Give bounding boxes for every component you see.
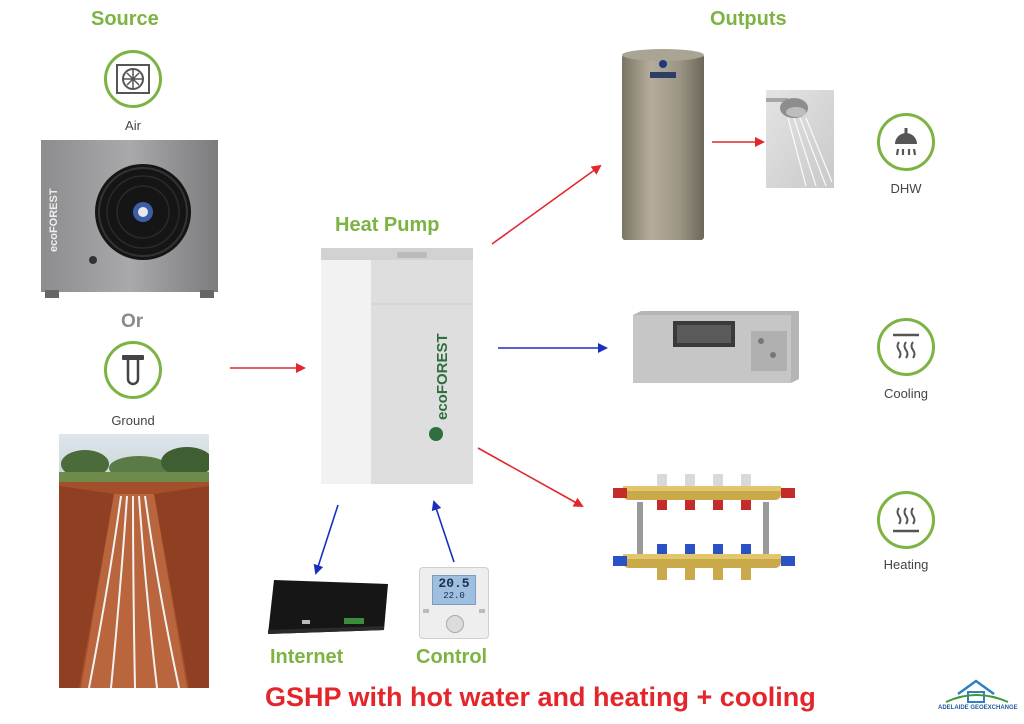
internet-label: Internet bbox=[270, 646, 344, 668]
shower-icon bbox=[877, 113, 935, 171]
thermostat-temp-main: 20.5 bbox=[438, 576, 470, 591]
arrow-heatpump-to-internet bbox=[313, 504, 339, 575]
thermostat-screen: 20.5 22.0 bbox=[432, 575, 476, 605]
house-logo-icon bbox=[945, 679, 1009, 703]
dhw-label: DHW bbox=[890, 181, 922, 196]
control-label: Control bbox=[416, 646, 488, 668]
outputs-title: Outputs bbox=[710, 8, 787, 30]
air-source-unit: ecoFOREST bbox=[41, 140, 218, 298]
arrow-control-to-heatpump bbox=[431, 500, 455, 563]
logo-text: ADELAIDE GEOEXCHANGE bbox=[938, 705, 1018, 711]
thermostat-temp-set: 22.0 bbox=[443, 591, 465, 601]
air-label: Air bbox=[125, 118, 141, 133]
air-icon bbox=[104, 50, 162, 108]
ground-label: Ground bbox=[111, 413, 155, 428]
ground-loop-trench-image bbox=[59, 434, 209, 688]
ducted-cooling-unit bbox=[633, 311, 799, 383]
or-label: Or bbox=[121, 311, 144, 332]
source-title: Source bbox=[91, 8, 159, 30]
thermostat-button-right bbox=[479, 609, 485, 613]
heat-pump-title: Heat Pump bbox=[335, 214, 440, 236]
cooling-icon bbox=[877, 318, 935, 376]
hot-water-tank bbox=[622, 48, 704, 240]
ground-icon bbox=[104, 341, 162, 399]
caption: GSHP with hot water and heating + coolin… bbox=[265, 682, 816, 712]
arrow-heatpump-to-tank bbox=[491, 164, 602, 245]
svg-text:ecoFOREST: ecoFOREST bbox=[48, 188, 60, 252]
adelaide-geoexchange-logo: ADELAIDE GEOEXCHANGE bbox=[938, 678, 1018, 716]
internet-gateway-device bbox=[268, 580, 388, 634]
ecoforest-logo-icon: ecoFOREST bbox=[429, 333, 451, 441]
thermostat-button-left bbox=[423, 609, 429, 613]
cooling-label: Cooling bbox=[883, 386, 929, 401]
arrow-heatpump-to-manifold bbox=[477, 447, 584, 507]
heating-icon bbox=[877, 491, 935, 549]
shower-image bbox=[766, 90, 834, 188]
thermostat-control: 20.5 22.0 bbox=[419, 567, 489, 639]
heat-pump-unit: ecoFOREST bbox=[321, 248, 473, 484]
heating-label: Heating bbox=[883, 557, 929, 572]
thermostat-dial bbox=[446, 615, 464, 633]
svg-text:ecoFOREST: ecoFOREST bbox=[434, 333, 451, 420]
underfloor-manifold bbox=[613, 458, 795, 590]
